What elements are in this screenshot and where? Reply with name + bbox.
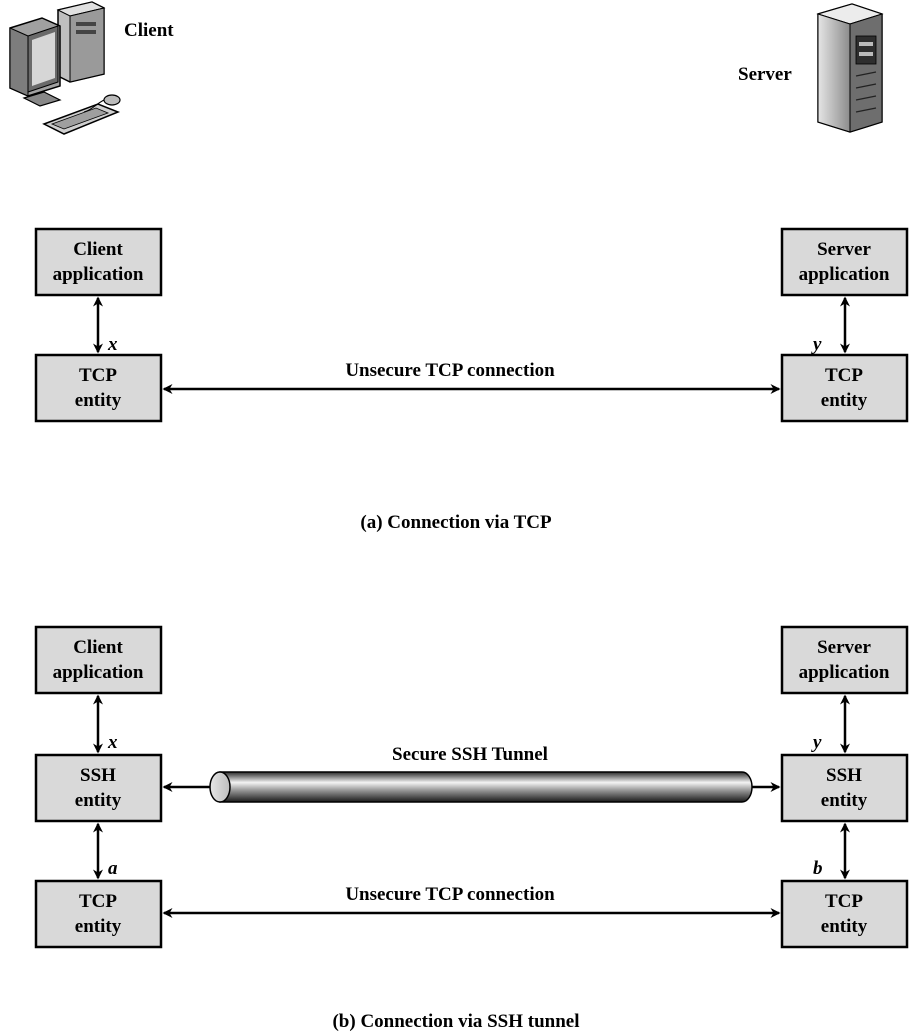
client-application-b-line1: Client <box>73 637 123 658</box>
client-tcp-entity-b-line2: entity <box>75 916 122 937</box>
diagram-a: Client application Server application TC… <box>34 227 909 533</box>
server-ssh-entity-line1: SSH <box>826 765 862 786</box>
caption-a: (a) Connection via TCP <box>360 512 552 533</box>
server-application-label-line2: application <box>799 264 890 285</box>
client-host-label: Client <box>124 20 174 41</box>
server-tcp-entity-b-line1: TCP <box>825 891 863 912</box>
port-y-label: y <box>811 334 822 355</box>
client-tcp-entity-b-line1: TCP <box>79 891 117 912</box>
server-tcp-entity-box-b <box>780 879 909 949</box>
port-x-label: x <box>107 334 118 355</box>
secure-ssh-tunnel-label: Secure SSH Tunnel <box>392 744 548 765</box>
server-tcp-entity-b-line2: entity <box>821 916 868 937</box>
ssh-tunnel-pipe <box>209 771 753 803</box>
client-tcp-entity-label-line2: entity <box>75 390 122 411</box>
client-application-label-line1: Client <box>73 239 123 260</box>
server-application-b-line2: application <box>799 662 890 683</box>
server-application-b-line1: Server <box>817 637 871 658</box>
server-ssh-entity-box <box>780 753 909 823</box>
port-x-label-b: x <box>107 732 118 753</box>
client-ssh-entity-line1: SSH <box>80 765 116 786</box>
server-icon <box>816 3 884 133</box>
server-application-box <box>780 227 909 297</box>
client-application-box-b <box>34 625 163 695</box>
port-a-label: a <box>108 858 118 879</box>
caption-b: (b) Connection via SSH tunnel <box>332 1011 579 1032</box>
server-tcp-entity-label-line2: entity <box>821 390 868 411</box>
port-b-label: b <box>813 858 823 879</box>
client-application-b-line2: application <box>53 662 144 683</box>
client-tcp-entity-box-b <box>34 879 163 949</box>
client-application-label-line2: application <box>53 264 144 285</box>
server-tcp-entity-label-line1: TCP <box>825 365 863 386</box>
port-y-label-b: y <box>811 732 822 753</box>
server-tcp-entity-box <box>780 353 909 423</box>
client-tcp-entity-label-line1: TCP <box>79 365 117 386</box>
client-application-box <box>34 227 163 297</box>
server-application-label-line1: Server <box>817 239 871 260</box>
diagram-b: Client application Server application SS… <box>34 625 909 1032</box>
client-ssh-entity-line2: entity <box>75 790 122 811</box>
client-tcp-entity-box <box>34 353 163 423</box>
unsecure-tcp-connection-label: Unsecure TCP connection <box>345 360 555 381</box>
client-ssh-entity-box <box>34 753 163 823</box>
server-ssh-entity-line2: entity <box>821 790 868 811</box>
client-computer-icon <box>9 1 121 135</box>
server-host-label: Server <box>738 64 792 85</box>
server-application-box-b <box>780 625 909 695</box>
unsecure-tcp-connection-label-b: Unsecure TCP connection <box>345 884 555 905</box>
